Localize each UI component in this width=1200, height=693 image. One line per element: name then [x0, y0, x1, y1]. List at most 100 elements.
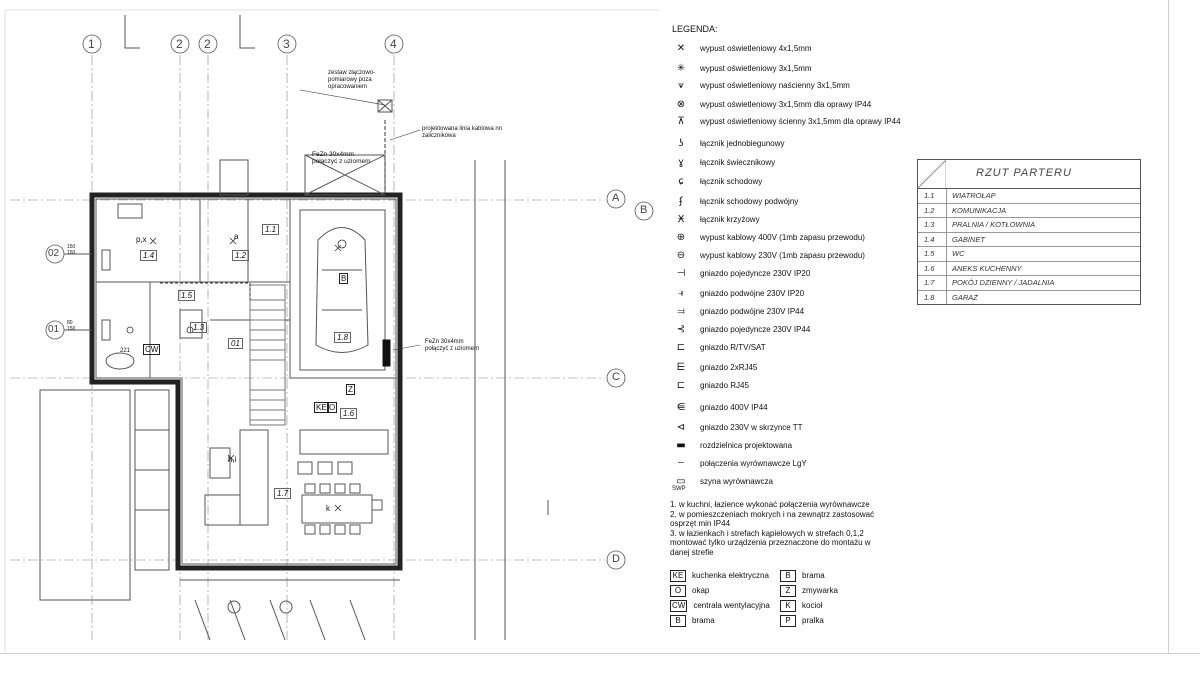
- room-tag-1-7: 1.7: [274, 488, 292, 499]
- abbr-code: B: [780, 570, 796, 582]
- legend-item: ✕wypust oświetleniowy 4x1,5mm: [670, 41, 910, 57]
- abbr-code: O: [670, 585, 686, 597]
- room-number: 1.3: [924, 220, 935, 229]
- abbr-label: centrala wentylacyjna: [693, 601, 770, 610]
- row-separator: [946, 261, 947, 275]
- legend-item: ⫣gniazdo podwójne 230V IP20: [670, 286, 910, 302]
- legend-item-label: gniazdo podwójne 230V IP44: [700, 307, 805, 316]
- socket-rj45-icon: ⊏: [676, 380, 686, 391]
- socket-2rj45-icon: ⋿: [676, 362, 686, 373]
- legend-item: ⊲gniazdo 230V w skrzynce TT: [670, 420, 910, 436]
- axis-label-4: 4: [390, 37, 397, 51]
- legend-item-label: gniazdo pojedyncze 230V IP20: [700, 269, 811, 278]
- legend-item: ⊰gniazdo pojedyncze 230V IP44: [670, 322, 910, 338]
- room-tag-1-2: 1.2: [232, 250, 250, 261]
- legend-item: ɣ łącznik świecznikowy: [670, 155, 910, 171]
- abbr-code: KE: [670, 570, 686, 582]
- legend-item-label: wypust kablowy 400V (1mb zapasu przewodu…: [700, 233, 865, 242]
- legend-title: LEGENDA:: [672, 24, 718, 34]
- room-name: GARAŻ: [952, 292, 978, 302]
- legend-item: ⩛ wypust oświetleniowy naścienny 3x1,5mm: [670, 78, 910, 94]
- legend-item-label: wypust oświetleniowy naścienny 3x1,5mm: [700, 81, 850, 90]
- switch-single-icon: ʖ: [678, 138, 684, 149]
- legend-item: ⊏ gniazdo RJ45: [670, 378, 910, 394]
- room-name: POKÓJ DZIENNY / JADALNIA: [952, 278, 1055, 287]
- legend-item-label: gniazdo RJ45: [700, 381, 749, 390]
- legend-item-label: wypust oświetleniowy 3x1,5mm: [700, 64, 812, 73]
- room-tag-1-4: 1.4: [140, 250, 158, 261]
- room-number: 1.1: [924, 191, 935, 200]
- rooms-table-title: RZUT PARTERU: [976, 167, 1072, 179]
- switch-chandelier-icon: ɣ: [678, 157, 684, 168]
- device-label-o: O: [327, 402, 338, 413]
- legend-item: ⊼wypust oświetleniowy ścienny 3x1,5mm dl…: [670, 114, 910, 130]
- room-tag-1-5: 1.5: [178, 290, 196, 301]
- legend-item-label: gniazdo R/TV/SAT: [700, 343, 766, 352]
- legend-item-label: łącznik schodowy podwójny: [700, 197, 799, 206]
- abbr-label: pralka: [802, 616, 824, 625]
- note-1: 1. w kuchni, łazience wykonać połączenia…: [670, 500, 870, 509]
- legend-item: ⋹gniazdo 400V IP44: [670, 400, 910, 416]
- floor-plan: 1 2 2 3 4 A B C D 02 01 150 150 80 150 z…: [4, 9, 660, 653]
- axis-bubble-4: [384, 34, 404, 54]
- room-name: PRALNIA / KOTŁOWNIA: [952, 220, 1036, 229]
- sheet-right-border: [1168, 0, 1169, 653]
- socket-double-icon: ⫣: [678, 288, 684, 299]
- bonding-bar-icon: ▭: [676, 476, 686, 487]
- row-separator: [946, 218, 947, 232]
- legend-item-label: łącznik świecznikowy: [700, 158, 776, 167]
- legend-item: ▬rozdzielnica projektowana: [670, 438, 910, 454]
- room-number: 1.4: [924, 234, 935, 244]
- legend-item: ✳wypust oświetleniowy 3x1,5mm: [670, 61, 910, 77]
- room-name: ANEKS KUCHENNY: [952, 263, 1022, 273]
- marker-label-02: 02: [48, 248, 60, 259]
- axis-bubble-2b: [198, 34, 218, 54]
- abbr-label: brama: [802, 571, 825, 580]
- room-tag-1-8: 1.8: [334, 332, 352, 343]
- axis-bubble-d: [606, 550, 626, 570]
- rooms-table-corner: [918, 160, 946, 188]
- room-tag-01: 01: [228, 338, 243, 349]
- axis-bubble-c: [606, 368, 626, 388]
- marker-dim-01: 80 150: [67, 320, 76, 332]
- legend-item-label: połączenia wyrównawcze LgY: [700, 459, 807, 468]
- annotation-zestaw: zestaw złączowo- pomiarowy poza opracowa…: [328, 70, 376, 90]
- socket-rtv-icon: ⊏: [676, 342, 686, 353]
- room-number: 1.2: [924, 205, 935, 215]
- floor-plan-drawing: [4, 9, 660, 653]
- rooms-table-header: RZUT PARTERU: [918, 160, 1140, 189]
- socket-tt-icon: ⊲: [676, 422, 686, 433]
- cable-400-icon: ⊕: [676, 232, 686, 243]
- legend-item: ⋿gniazdo 2xRJ45: [670, 360, 910, 376]
- socket-single-icon: ⊣: [676, 268, 686, 279]
- socket-double-ip44-icon: ⫤: [677, 306, 685, 317]
- wall-light-icon: ⩛: [678, 80, 684, 91]
- marker-label-01: 01: [48, 324, 60, 335]
- socket-single-ip44-icon: ⊰: [676, 324, 686, 335]
- socket-400-icon: ⋹: [676, 402, 686, 413]
- abbr-code: K: [780, 600, 796, 612]
- row-separator: [946, 232, 947, 246]
- axis-bubble-b: [634, 201, 654, 221]
- legend-item: ┄połączenia wyrównawcze LgY: [670, 456, 910, 472]
- device-label-z: Z: [346, 384, 355, 395]
- note-3: 3. w łazienkach i strefach kąpielowych w…: [670, 528, 871, 557]
- device-label-px: p,x: [136, 235, 147, 244]
- legend-item: ⊣ gniazdo pojedyncze 230V IP20: [670, 266, 910, 282]
- cross-icon: ✕: [676, 43, 686, 54]
- abbr-label: kuchenka elektryczna: [692, 571, 769, 580]
